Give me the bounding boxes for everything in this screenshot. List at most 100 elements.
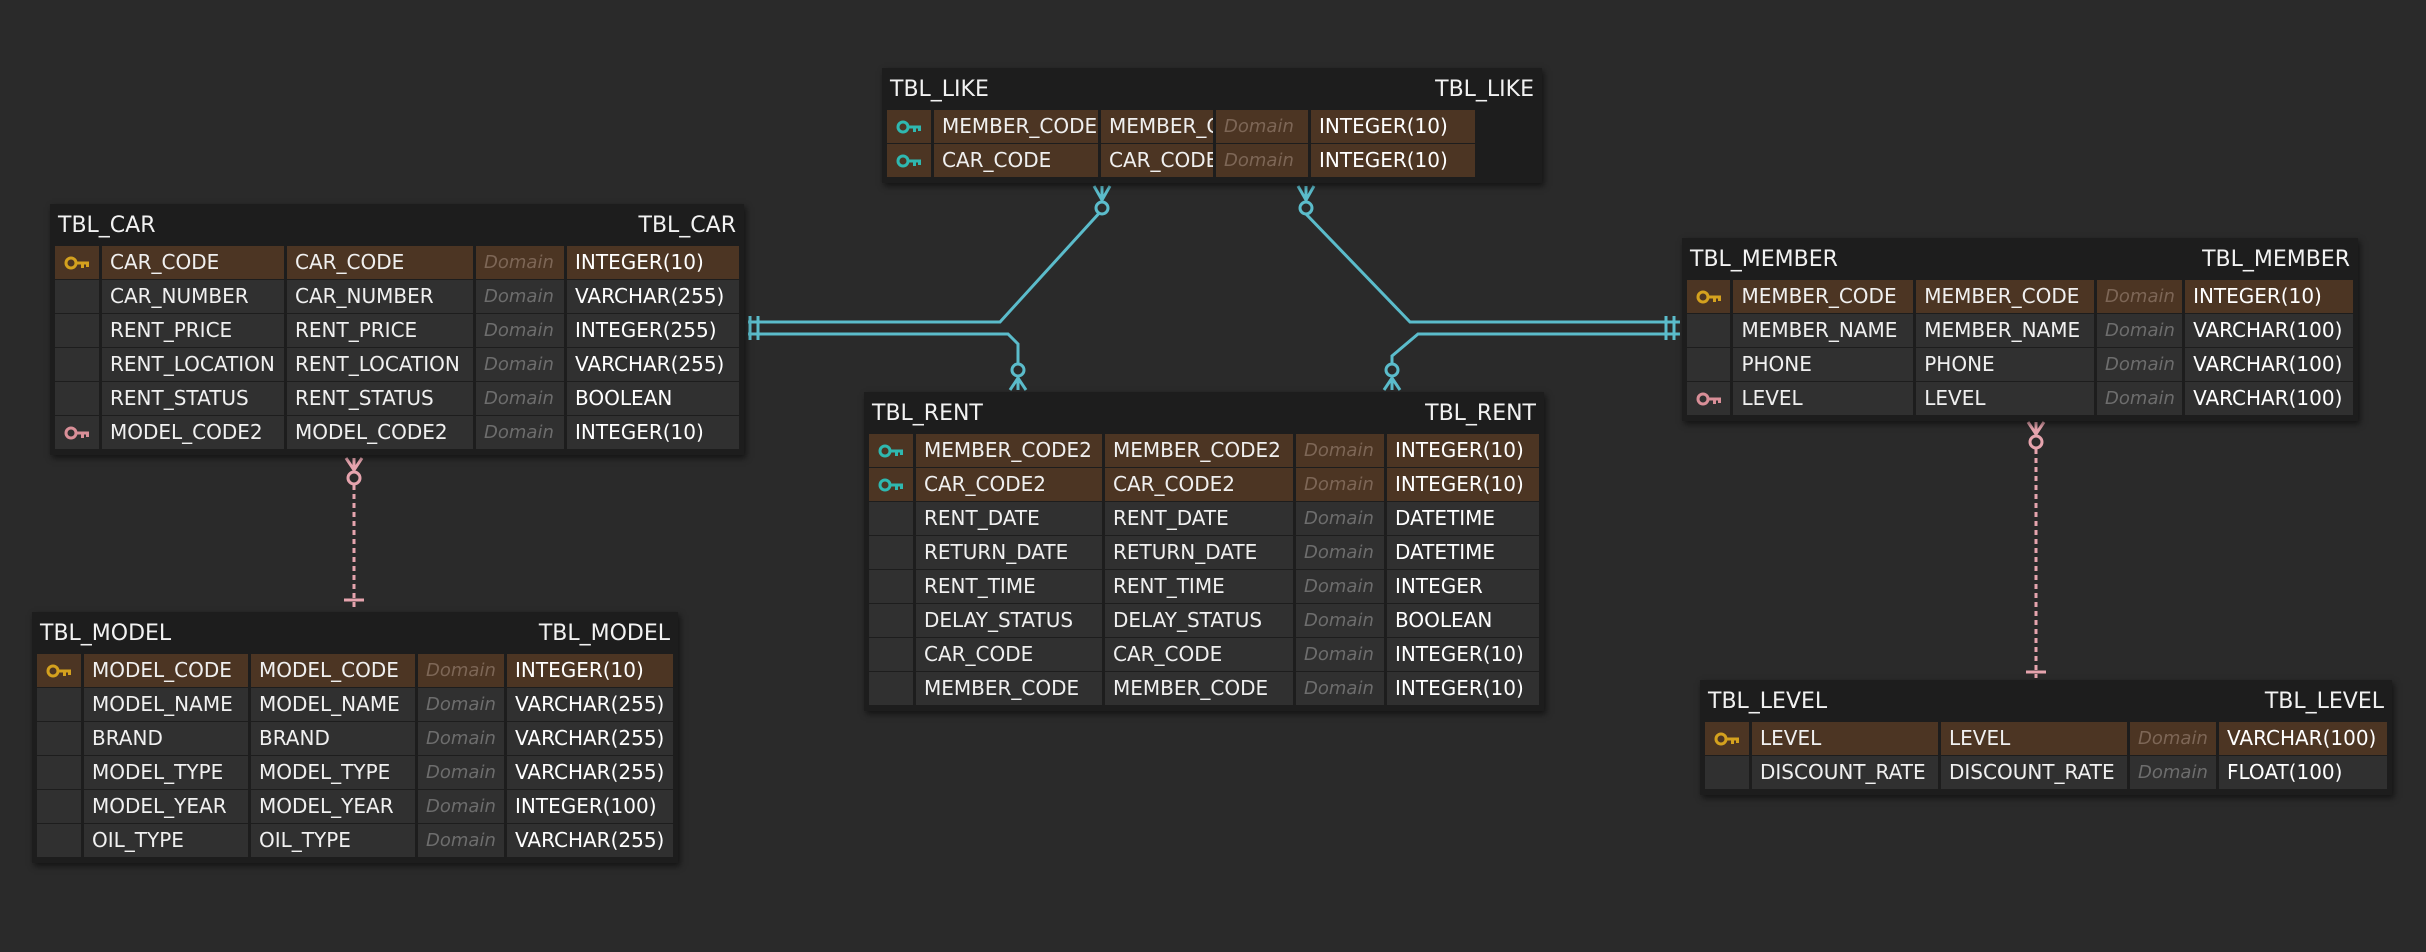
key-cell-empty bbox=[55, 382, 99, 415]
column-domain: Domain bbox=[418, 790, 504, 823]
table-header[interactable]: TBL_LEVEL TBL_LEVEL bbox=[1705, 680, 2387, 722]
column-domain: Domain bbox=[1296, 536, 1384, 569]
column-logical-name: RETURN_DATE bbox=[916, 536, 1102, 569]
column-logical-name: PHONE bbox=[1733, 348, 1914, 381]
column-domain: Domain bbox=[2097, 314, 2183, 347]
key-icon bbox=[1687, 280, 1731, 313]
key-icon bbox=[869, 434, 913, 467]
relation-car-rent[interactable] bbox=[748, 332, 1020, 378]
key-cell-empty bbox=[1687, 348, 1731, 381]
table-tbl-like[interactable]: TBL_LIKE TBL_LIKE MEMBER_CODEMEMBER_CODE… bbox=[882, 68, 1542, 183]
column-domain: Domain bbox=[418, 824, 504, 857]
table-header[interactable]: TBL_MEMBER TBL_MEMBER bbox=[1687, 238, 2353, 280]
key-cell-empty bbox=[55, 348, 99, 381]
column-logical-name: LEVEL bbox=[1752, 722, 1938, 755]
table-logical-name: TBL_MODEL bbox=[40, 620, 172, 646]
key-cell-empty bbox=[55, 280, 99, 313]
table-header[interactable]: TBL_CAR TBL_CAR bbox=[55, 204, 739, 246]
column-logical-name: MODEL_TYPE bbox=[84, 756, 248, 789]
relation-member-rent[interactable] bbox=[1390, 332, 1680, 378]
key-cell-empty bbox=[869, 536, 913, 569]
column-physical-name: BRAND bbox=[251, 722, 415, 755]
column-data-type: INTEGER(10) bbox=[567, 416, 739, 449]
column-data-type: INTEGER(10) bbox=[1311, 110, 1475, 143]
relation-member-like[interactable] bbox=[1304, 196, 1680, 324]
column-logical-name: DELAY_STATUS bbox=[916, 604, 1102, 637]
cardinality-many-rent-car bbox=[1008, 362, 1028, 391]
column-domain: Domain bbox=[1216, 110, 1308, 143]
key-cell-empty bbox=[869, 638, 913, 671]
cardinality-many-car-model bbox=[344, 457, 364, 486]
column-domain: Domain bbox=[476, 280, 564, 313]
column-data-type: FLOAT(100) bbox=[2219, 756, 2387, 789]
column-domain: Domain bbox=[2130, 756, 2216, 789]
column-data-type: VARCHAR(255) bbox=[507, 824, 673, 857]
key-cell-empty bbox=[37, 688, 81, 721]
column-data-type: VARCHAR(100) bbox=[2185, 348, 2353, 381]
key-icon bbox=[55, 246, 99, 279]
column-domain: Domain bbox=[1216, 144, 1308, 177]
table-logical-name: TBL_LEVEL bbox=[1708, 688, 1828, 714]
column-physical-name: MODEL_TYPE bbox=[251, 756, 415, 789]
column-physical-name: RENT_STATUS bbox=[287, 382, 473, 415]
table-logical-name: TBL_LIKE bbox=[890, 76, 989, 102]
table-header[interactable]: TBL_MODEL TBL_MODEL bbox=[37, 612, 673, 654]
table-physical-name: TBL_MODEL bbox=[538, 620, 670, 646]
column-logical-name: CAR_CODE2 bbox=[916, 468, 1102, 501]
column-logical-name: DISCOUNT_RATE bbox=[1752, 756, 1938, 789]
column-physical-name: CAR_CODE bbox=[1101, 144, 1213, 177]
column-logical-name: RENT_DATE bbox=[916, 502, 1102, 535]
key-cell-empty bbox=[37, 756, 81, 789]
column-logical-name: CAR_NUMBER bbox=[102, 280, 284, 313]
cardinality-many-like-member bbox=[1296, 185, 1316, 216]
column-domain: Domain bbox=[1296, 672, 1384, 705]
relation-car-like[interactable] bbox=[748, 196, 1104, 324]
column-list: MEMBER_CODEMEMBER_CODEDomainINTEGER(10)C… bbox=[887, 110, 1537, 178]
table-header[interactable]: TBL_LIKE TBL_LIKE bbox=[887, 68, 1537, 110]
key-icon bbox=[1705, 722, 1749, 755]
column-logical-name: MEMBER_CODE bbox=[916, 672, 1102, 705]
table-header[interactable]: TBL_RENT TBL_RENT bbox=[869, 392, 1539, 434]
column-physical-name: MODEL_CODE bbox=[251, 654, 415, 687]
table-physical-name: TBL_LIKE bbox=[1435, 76, 1534, 102]
column-logical-name: MEMBER_NAME bbox=[1733, 314, 1914, 347]
column-domain: Domain bbox=[418, 722, 504, 755]
column-data-type: DATETIME bbox=[1387, 502, 1539, 535]
column-logical-name: MODEL_NAME bbox=[84, 688, 248, 721]
